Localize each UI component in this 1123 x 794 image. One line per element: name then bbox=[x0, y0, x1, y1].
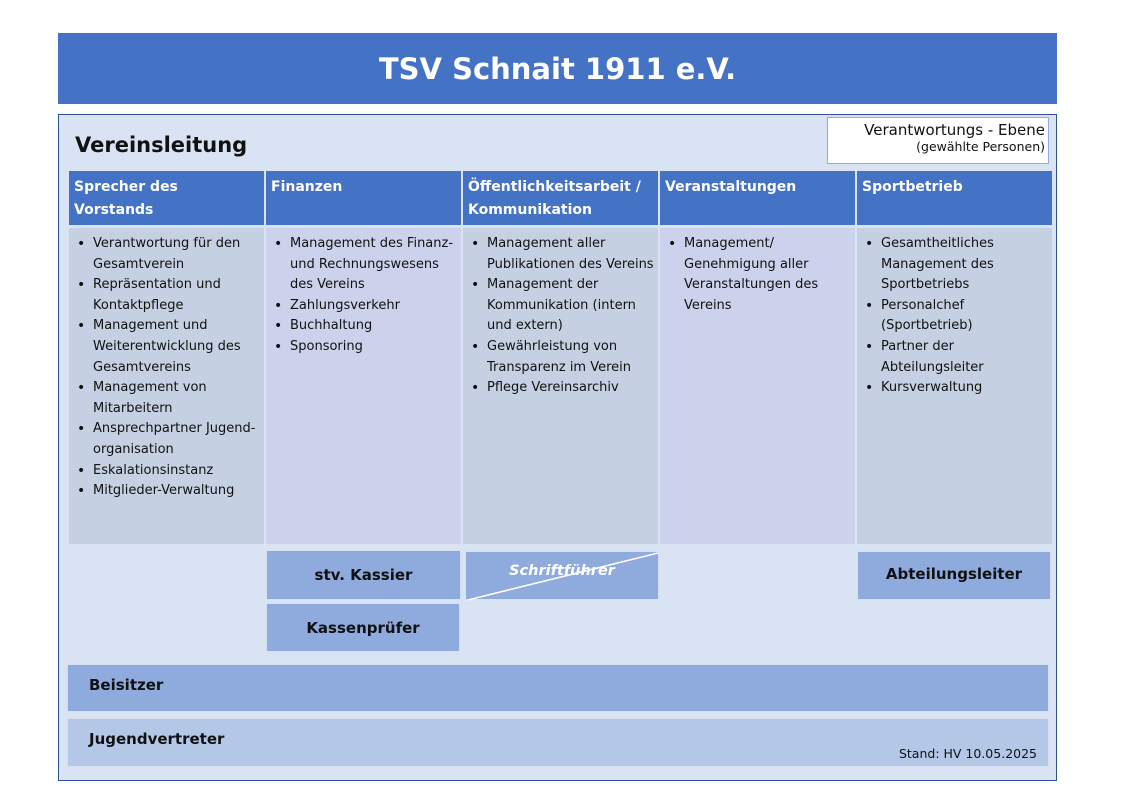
column-body-sportbetrieb: Gesamtheitliches Management des Sportbet… bbox=[857, 228, 1052, 544]
list-item: Management und Weiterentwicklung des Ges… bbox=[77, 316, 260, 378]
role-kassenpruefer: Kassenprüfer bbox=[266, 603, 460, 652]
role-abteilungsleiter: Abteilungsleiter bbox=[857, 551, 1051, 600]
strikethrough-line bbox=[467, 552, 659, 601]
task-list-vorstand: Verantwortung für den Gesamtverein Reprä… bbox=[73, 234, 260, 502]
bar-beisitzer-label: Beisitzer bbox=[89, 676, 164, 694]
legend-title: Verantwortungs - Ebene bbox=[864, 121, 1045, 139]
bar-jugendvertreter: Jugendvertreter Stand: HV 10.05.2025 bbox=[67, 718, 1049, 767]
list-item: Gewährleistung von Transparenz im Verein bbox=[471, 337, 654, 378]
role-schriftfuehrer: Schriftführer bbox=[465, 551, 659, 601]
list-item: Ansprechpartner Jugend-organisation bbox=[77, 419, 260, 460]
page-title: TSV Schnait 1911 e.V. bbox=[58, 33, 1057, 104]
list-item: Management aller Publikationen des Verei… bbox=[471, 234, 654, 275]
role-stv-kassier: stv. Kassier bbox=[266, 550, 461, 600]
column-body-kommunikation: Management aller Publikationen des Verei… bbox=[463, 228, 658, 544]
task-list-finanzen: Management des Finanz- und Rechnungswese… bbox=[270, 234, 457, 358]
list-item: Personalchef (Sportbetrieb) bbox=[865, 296, 1048, 337]
column-header-veranstaltungen: Veranstaltungen bbox=[660, 171, 855, 225]
column-body-vorstand: Verantwortung für den Gesamtverein Reprä… bbox=[69, 228, 264, 544]
list-item: Partner der Abteilungsleiter bbox=[865, 337, 1048, 378]
list-item: Management des Finanz- und Rechnungswese… bbox=[274, 234, 457, 296]
list-item: Management/ Genehmigung aller Veranstalt… bbox=[668, 234, 851, 316]
column-header-kommunikation: Öffentlichkeitsarbeit / Kommunikation bbox=[463, 171, 658, 225]
list-item: Mitglieder-Verwaltung bbox=[77, 481, 260, 502]
legend-box: Verantwortungs - Ebene (gewählte Persone… bbox=[827, 117, 1049, 164]
list-item: Gesamtheitliches Management des Sportbet… bbox=[865, 234, 1048, 296]
list-item: Zahlungsverkehr bbox=[274, 296, 457, 317]
bar-beisitzer: Beisitzer bbox=[67, 664, 1049, 712]
list-item: Eskalationsinstanz bbox=[77, 461, 260, 482]
list-item: Repräsentation und Kontaktpflege bbox=[77, 275, 260, 316]
role-schriftfuehrer-label: Schriftführer bbox=[509, 563, 615, 579]
list-item: Management von Mitarbeitern bbox=[77, 378, 260, 419]
column-header-vorstand: Sprecher des Vorstands bbox=[69, 171, 264, 225]
list-item: Kursverwaltung bbox=[865, 378, 1048, 399]
stand-date: Stand: HV 10.05.2025 bbox=[898, 746, 1037, 761]
column-body-finanzen: Management des Finanz- und Rechnungswese… bbox=[266, 228, 461, 544]
list-item: Pflege Vereinsarchiv bbox=[471, 378, 654, 399]
column-header-finanzen: Finanzen bbox=[266, 171, 461, 225]
task-list-sportbetrieb: Gesamtheitliches Management des Sportbet… bbox=[861, 234, 1048, 399]
list-item: Buchhaltung bbox=[274, 316, 457, 337]
list-item: Management der Kommunikation (intern und… bbox=[471, 275, 654, 337]
task-list-veranstaltungen: Management/ Genehmigung aller Veranstalt… bbox=[664, 234, 851, 316]
list-item: Verantwortung für den Gesamtverein bbox=[77, 234, 260, 275]
legend-subtitle: (gewählte Personen) bbox=[916, 139, 1045, 154]
column-body-veranstaltungen: Management/ Genehmigung aller Veranstalt… bbox=[660, 228, 855, 544]
task-list-kommunikation: Management aller Publikationen des Verei… bbox=[467, 234, 654, 399]
column-header-sportbetrieb: Sportbetrieb bbox=[857, 171, 1052, 225]
bar-jugendvertreter-label: Jugendvertreter bbox=[89, 730, 225, 748]
list-item: Sponsoring bbox=[274, 337, 457, 358]
section-title: Vereinsleitung bbox=[75, 133, 248, 157]
